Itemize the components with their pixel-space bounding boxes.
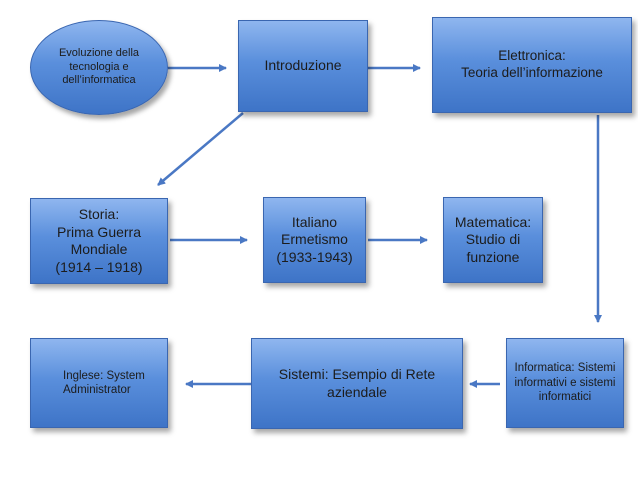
arrow-introduzione-to-storia [157, 112, 244, 186]
node-elettronica-label: Elettronica: Teoria dell’informazione [461, 48, 603, 80]
node-introduzione-label: Introduzione [264, 57, 342, 74]
node-inglese-label: Inglese: System Administrator [63, 369, 145, 396]
node-matematica: Matematica: Studio di funzione [443, 197, 543, 283]
node-introduzione: Introduzione [238, 20, 368, 112]
node-inglese: Inglese: System Administrator [30, 338, 168, 428]
node-informatica-label: Informatica: Sistemi informativi e siste… [514, 362, 616, 404]
node-informatica: Informatica: Sistemi informativi e siste… [506, 338, 624, 428]
node-storia-label: Storia: Prima Guerra Mondiale (1914 – 19… [55, 206, 143, 275]
node-elettronica: Elettronica: Teoria dell’informazione [432, 17, 632, 113]
node-italiano: Italiano Ermetismo (1933-1943) [263, 197, 366, 283]
node-italiano-label: Italiano Ermetismo (1933-1943) [276, 213, 353, 265]
node-sistemi: Sistemi: Esempio di Rete aziendale [251, 338, 463, 429]
node-storia: Storia: Prima Guerra Mondiale (1914 – 19… [30, 198, 168, 284]
node-evoluzione-label: Evoluzione della tecnologia e dell’infor… [58, 46, 140, 87]
node-matematica-label: Matematica: Studio di funzione [454, 213, 532, 265]
node-sistemi-label: Sistemi: Esempio di Rete aziendale [278, 366, 436, 400]
node-evoluzione: Evoluzione della tecnologia e dell’infor… [30, 20, 168, 115]
